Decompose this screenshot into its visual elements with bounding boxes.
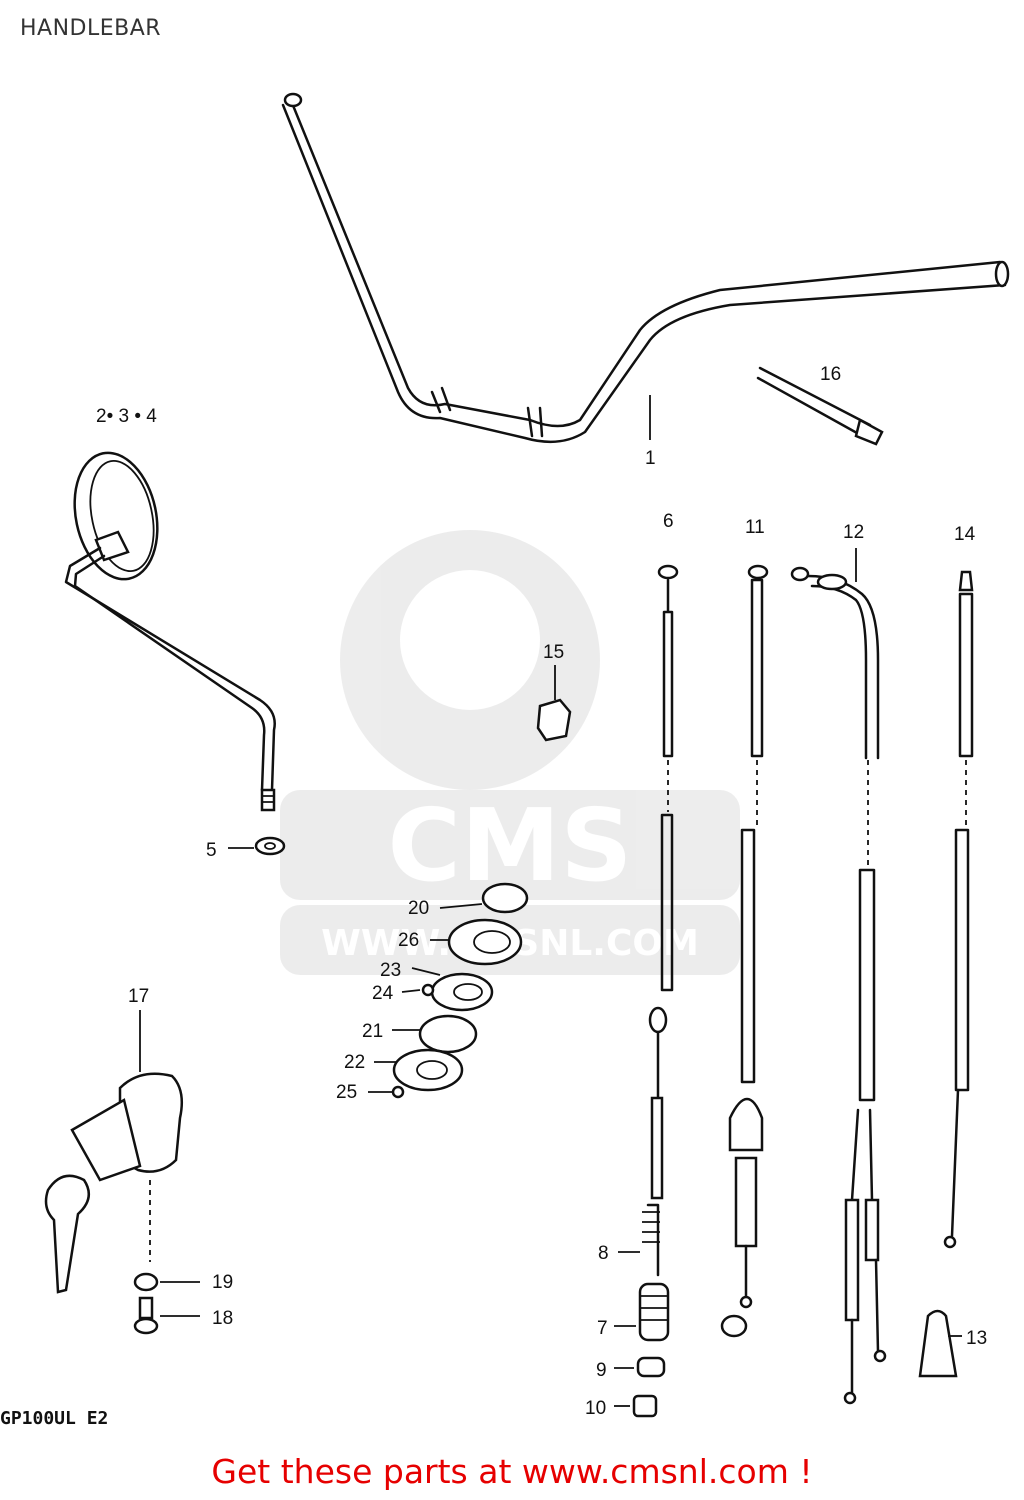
callout-2-3-4: 2• 3 • 4: [96, 406, 157, 427]
callout-9: 9: [596, 1360, 607, 1381]
callout-26: 26: [398, 930, 419, 951]
handlebar: [281, 92, 1010, 444]
part-5-washer: [228, 836, 286, 856]
callout-18: 18: [212, 1308, 233, 1329]
callout-1: 1: [645, 448, 656, 469]
callout-16: 16: [820, 364, 841, 385]
cable-14: [943, 570, 974, 1249]
callout-20: 20: [408, 898, 429, 919]
callout-23: 23: [380, 960, 401, 981]
callout-14: 14: [954, 524, 976, 545]
part-16-bar-end: [756, 366, 884, 446]
part-13-cap: [918, 1309, 962, 1378]
callout-24: 24: [372, 983, 394, 1004]
mirror-assembly: [64, 451, 276, 812]
cable-6: [614, 564, 679, 1418]
callout-15: 15: [543, 642, 564, 663]
callout-25: 25: [336, 1082, 357, 1103]
callout-21: 21: [362, 1021, 383, 1042]
callout-6: 6: [663, 511, 674, 532]
footer-cta[interactable]: Get these parts at www.cmsnl.com !: [211, 1452, 813, 1491]
callout-7: 7: [597, 1318, 608, 1339]
cable-11: [720, 564, 769, 1338]
callout-17: 17: [128, 986, 149, 1007]
callout-12: 12: [843, 522, 864, 543]
part-17-ignition-switch: [44, 1010, 183, 1294]
callout-13: 13: [966, 1328, 987, 1349]
switch-screw-parts: [133, 1272, 200, 1335]
part-15-clip: [536, 665, 572, 742]
grommet-stack: [368, 882, 529, 1099]
callout-22: 22: [344, 1052, 365, 1073]
callout-11: 11: [745, 517, 765, 538]
cable-12: [790, 548, 887, 1405]
model-code: GP100UL E2: [0, 1408, 108, 1429]
callout-8: 8: [598, 1243, 609, 1264]
callout-10: 10: [585, 1398, 606, 1419]
page-title: HANDLEBAR: [20, 16, 162, 41]
callout-19: 19: [212, 1272, 233, 1293]
callout-5: 5: [206, 840, 217, 861]
